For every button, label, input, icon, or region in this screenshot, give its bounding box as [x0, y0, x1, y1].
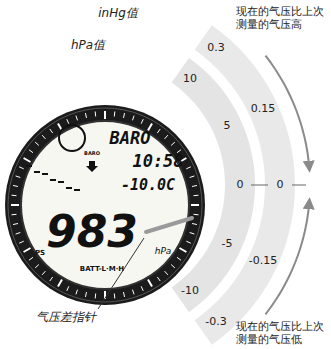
scale-value: 5	[224, 120, 231, 133]
scale-value: 10	[183, 73, 197, 86]
scale-value: -10	[181, 285, 199, 298]
watch	[5, 105, 205, 305]
scale-value: 0.3	[207, 42, 225, 55]
note-text: 现在的气压比上次测量的气压高	[236, 6, 328, 31]
lcd-text: -10.0C	[121, 177, 175, 194]
lcd-value: 983	[46, 207, 138, 258]
zero-line	[292, 185, 306, 186]
scale-title: hPa值	[71, 39, 105, 53]
scale-value: 0	[277, 179, 284, 192]
lcd-text: BARO	[84, 151, 100, 157]
scale-value: -0.3	[205, 316, 226, 329]
scale-title: inHg值	[98, 7, 138, 21]
lcd-text: BARO	[110, 129, 151, 149]
scale-value: 0.15	[251, 103, 276, 116]
lcd-text: PS	[35, 249, 45, 257]
lcd-text: 10:58	[132, 152, 183, 172]
scale-value: -5	[222, 238, 233, 251]
zero-line	[251, 185, 268, 186]
scale-value: -0.15	[249, 255, 277, 268]
pressure-pointer	[146, 218, 192, 232]
scale-value: 0	[237, 179, 244, 192]
inhg-band	[195, 25, 295, 344]
lcd-text: BATT-L·M·H	[80, 265, 124, 273]
note-text: 现在的气压比上次测量的气压低	[236, 321, 328, 346]
callout-label: 气压差指针	[36, 311, 96, 325]
lcd-unit: hPa	[155, 246, 172, 256]
